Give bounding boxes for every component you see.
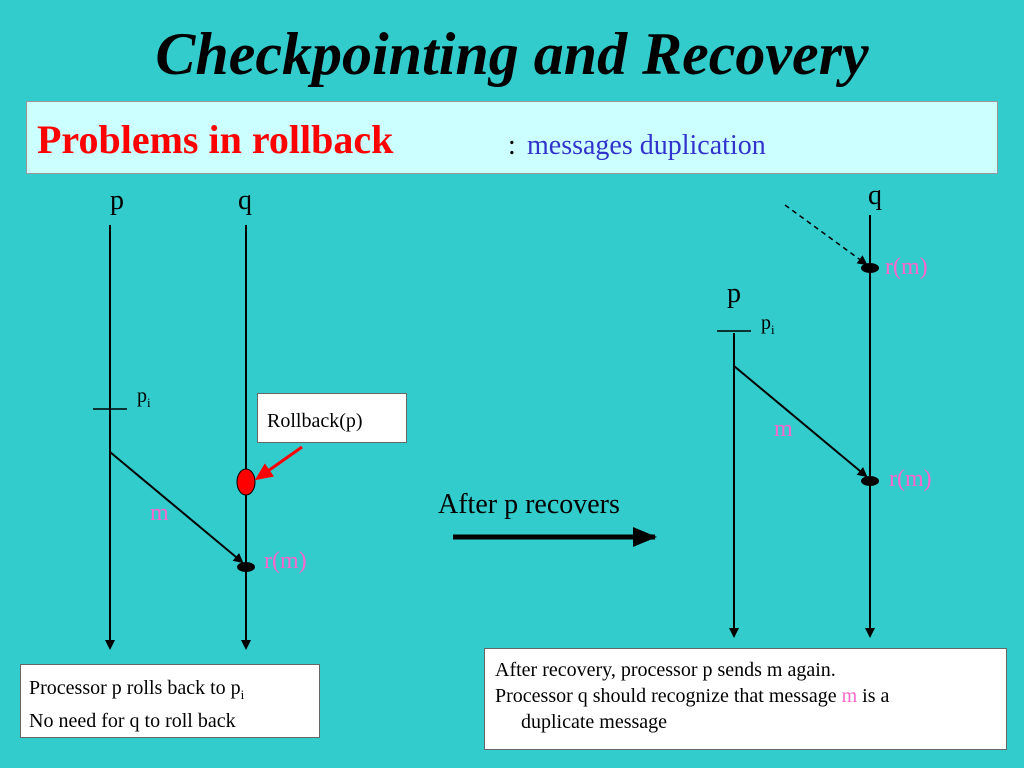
right-receive-label-top: r(m) <box>885 254 928 280</box>
left-message-label: m <box>150 500 169 526</box>
left-process-q-label: q <box>238 185 252 216</box>
right-message-label: m <box>774 416 793 442</box>
right-message-m <box>733 365 868 478</box>
left-note-line2: No need for q to roll back <box>29 710 236 732</box>
rollback-pointer-arrow <box>254 445 303 481</box>
slide-title: Checkpointing and Recovery <box>155 21 869 87</box>
subtitle-detail: messages duplication <box>527 130 766 161</box>
subtitle-banner: Problems in rollback : messages duplicat… <box>26 101 998 174</box>
right-process-p-label: p <box>727 278 741 309</box>
subtitle-main: Problems in rollback <box>37 117 394 162</box>
right-note-line2: Processor q should recognize that messag… <box>495 685 890 707</box>
left-message-m <box>109 451 244 564</box>
left-checkpoint-label: pi <box>137 385 151 410</box>
subtitle-separator: : <box>508 130 516 161</box>
transition-label: After p recovers <box>438 489 620 520</box>
rollback-callout: Rollback(p) <box>257 393 407 443</box>
right-receive-event-top <box>861 263 879 273</box>
left-receive-event <box>237 562 255 572</box>
left-receive-label: r(m) <box>264 548 307 574</box>
right-receive-event-bottom <box>861 476 879 486</box>
right-process-q-label: q <box>868 180 882 211</box>
right-dashed-message <box>784 204 868 266</box>
right-receive-label-bottom: r(m) <box>889 466 932 492</box>
left-process-p-label: p <box>110 185 124 216</box>
rollback-marker <box>236 468 256 496</box>
right-note-line3: duplicate message <box>521 711 668 733</box>
right-note-box: After recovery, processor p sends m agai… <box>484 648 1007 750</box>
rollback-label: Rollback(p) <box>267 410 363 432</box>
left-note-line1: Processor p rolls back to pi <box>29 677 245 702</box>
right-note-line1: After recovery, processor p sends m agai… <box>495 659 836 681</box>
right-checkpoint-label: pi <box>761 312 775 337</box>
duplicate-message-highlight: m <box>841 685 858 707</box>
left-note-box: Processor p rolls back to pi No need for… <box>20 664 320 738</box>
